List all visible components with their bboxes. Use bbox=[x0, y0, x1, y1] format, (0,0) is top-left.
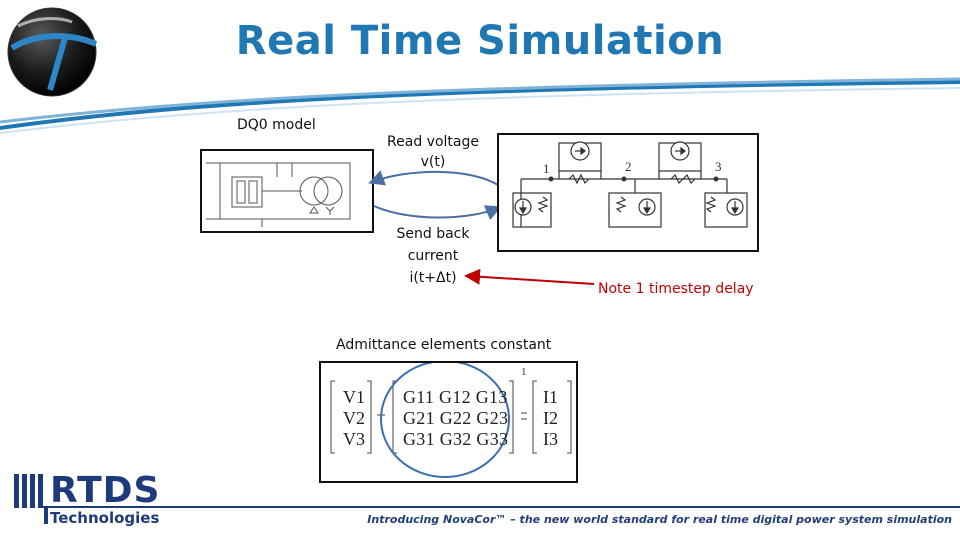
admittance-matrix: G11 G12 G13 G21 G22 G23 G31 G32 G33 bbox=[403, 387, 508, 450]
admittance-row-3: G31 G32 G33 bbox=[403, 429, 509, 449]
rtds-logo-subtitle: Technologies bbox=[50, 509, 160, 527]
admittance-row-1: G11 G12 G13 bbox=[403, 387, 508, 407]
header-swoosh bbox=[0, 77, 960, 134]
footer-rule bbox=[40, 506, 960, 508]
send-current-arrow bbox=[373, 205, 502, 220]
note-arrow bbox=[464, 268, 595, 285]
current-i3: I3 bbox=[543, 429, 558, 449]
read-voltage-line-2: v(t) bbox=[420, 154, 446, 170]
admittance-row-2: G21 G22 G23 bbox=[403, 408, 509, 428]
network-node-1: 1 bbox=[543, 161, 550, 176]
dqo-schematic-drawing bbox=[206, 162, 351, 227]
network-node-3: 3 bbox=[715, 159, 722, 174]
voltage-vector: V1 V2 V3 bbox=[343, 387, 365, 450]
voltage-v1: V1 bbox=[343, 387, 365, 407]
matrix-brackets: 1 bbox=[330, 363, 572, 478]
read-voltage-arrow bbox=[368, 170, 499, 186]
read-voltage-line-1: Read voltage bbox=[387, 134, 479, 150]
rtds-bars-icon bbox=[14, 474, 48, 524]
matrix-equation: 1 V1 V2 V3 G11 G12 G13 G21 G22 G23 G31 G… bbox=[319, 361, 578, 483]
dqo-model-label: DQ0 model bbox=[237, 117, 316, 133]
matrix-highlight-ellipse bbox=[380, 363, 510, 478]
network-node-2: 2 bbox=[625, 159, 632, 174]
network-diagram: 1 2 3 bbox=[497, 133, 759, 252]
current-vector: I1 I2 I3 bbox=[543, 387, 558, 450]
dqo-model-diagram bbox=[200, 149, 374, 233]
admittance-label: Admittance elements constant bbox=[336, 337, 552, 353]
send-back-label: Send back current i(t+Δt) bbox=[388, 223, 478, 289]
send-back-line-2: current bbox=[407, 248, 459, 264]
voltage-v2: V2 bbox=[343, 408, 365, 428]
exchange-arrows bbox=[368, 170, 502, 220]
current-i1: I1 bbox=[543, 387, 558, 407]
voltage-v3: V3 bbox=[343, 429, 365, 449]
current-i2: I2 bbox=[543, 408, 558, 428]
read-voltage-label: Read voltage v(t) bbox=[383, 132, 483, 172]
matrix-top-label: 1 bbox=[521, 366, 527, 378]
network-schematic-drawing: 1 2 3 bbox=[512, 141, 748, 228]
footer-tagline: Introducing NovaCor™ – the new world sta… bbox=[367, 513, 952, 526]
globe-logo-icon bbox=[7, 7, 98, 97]
send-back-line-3: i(t+Δt) bbox=[409, 270, 457, 286]
rtds-logo-text: RTDS bbox=[50, 470, 161, 511]
timestep-delay-note: Note 1 timestep delay bbox=[598, 281, 754, 297]
slide-title: Real Time Simulation bbox=[235, 18, 725, 64]
send-back-line-1: Send back bbox=[396, 226, 470, 242]
